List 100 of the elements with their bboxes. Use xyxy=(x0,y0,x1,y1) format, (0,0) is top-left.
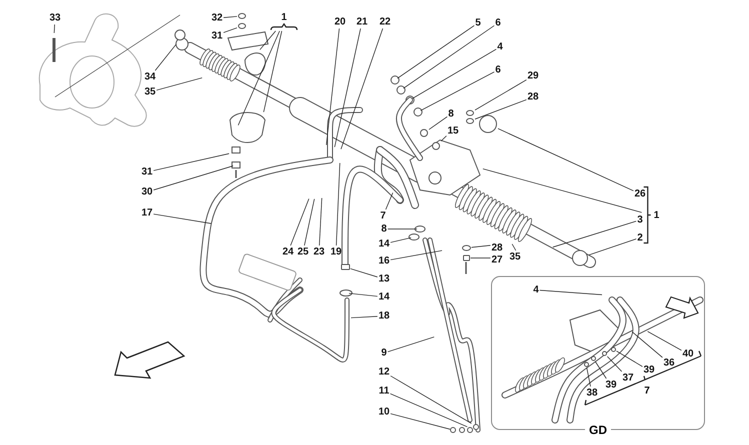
leader-line xyxy=(403,25,495,89)
leader-line xyxy=(420,72,495,111)
callout-number: 18 xyxy=(378,310,390,322)
leader-line xyxy=(588,238,637,256)
callout-number: 15 xyxy=(447,126,459,136)
leader-line xyxy=(474,80,527,110)
hose-end xyxy=(340,264,350,270)
leader-line xyxy=(397,25,475,79)
callout-number: 20 xyxy=(334,16,346,28)
callout-number: 13 xyxy=(378,274,390,284)
callout-number: 12 xyxy=(378,366,390,378)
callout-number: 26 xyxy=(634,188,646,200)
leader-line xyxy=(350,316,378,318)
leader-line xyxy=(350,268,378,278)
callout-number: 16 xyxy=(378,256,390,266)
leader-line xyxy=(647,331,682,351)
leader-line xyxy=(304,198,315,246)
leader-line xyxy=(153,166,234,190)
callout-number: 4 xyxy=(497,42,503,52)
callout-number: 31 xyxy=(211,30,223,42)
leader-line xyxy=(498,128,634,192)
callout-number: 35 xyxy=(144,86,156,98)
leader-line xyxy=(390,237,412,243)
leader-line xyxy=(390,250,442,260)
leader-line xyxy=(334,28,361,148)
callout-number: 22 xyxy=(379,16,391,28)
callout-number: 25 xyxy=(297,246,309,258)
leader-line xyxy=(390,376,472,424)
ring-part xyxy=(590,356,596,360)
leader-line xyxy=(263,30,282,112)
leader-line xyxy=(318,198,322,246)
leader-line xyxy=(385,192,394,210)
callout-number: 6 xyxy=(495,18,501,28)
callout-number: 8 xyxy=(381,224,387,234)
callout-number: 37 xyxy=(622,372,634,384)
callout-number: 14 xyxy=(378,238,390,250)
ring-part xyxy=(584,362,588,366)
leader-line xyxy=(552,220,637,248)
callout-number: 29 xyxy=(527,70,539,82)
callout-number: 9 xyxy=(381,348,387,358)
leader-line xyxy=(348,292,378,297)
leader-line xyxy=(387,228,418,230)
leader-line xyxy=(154,44,176,71)
callout-number: 34 xyxy=(144,72,156,82)
callout-number: 38 xyxy=(586,388,598,398)
ring-part xyxy=(462,245,470,251)
callout-number: 39 xyxy=(605,380,617,390)
leader-line xyxy=(482,168,642,213)
leader-line xyxy=(153,153,230,171)
leader-line xyxy=(153,214,212,224)
callout-number: 28 xyxy=(491,242,503,254)
callout-number: 30 xyxy=(141,186,153,198)
callout-number: 8 xyxy=(448,108,454,120)
leader-line xyxy=(512,244,516,251)
leader-line xyxy=(616,350,643,367)
callout-number: 11 xyxy=(378,386,390,396)
leader-line xyxy=(471,245,491,248)
ring-part xyxy=(610,346,616,352)
leader-line xyxy=(387,336,434,352)
callout-number: 36 xyxy=(663,358,675,368)
leader-line xyxy=(223,27,238,33)
callout-number: 31 xyxy=(141,166,153,178)
callout-number: 24 xyxy=(282,246,294,258)
leader-line xyxy=(336,162,340,246)
callout-number: 2 xyxy=(637,232,643,244)
leader-line xyxy=(586,367,591,387)
callout-number: 27 xyxy=(491,254,503,266)
ring-part xyxy=(238,23,246,29)
ring-part xyxy=(572,250,588,266)
leader-line xyxy=(474,99,527,120)
callout-number: 40 xyxy=(682,348,694,360)
leader-line xyxy=(390,413,450,430)
callout-number: 21 xyxy=(356,16,368,28)
ring-part xyxy=(238,13,246,19)
callout-number: 7 xyxy=(644,386,650,396)
ring-part xyxy=(466,118,474,124)
leader-line xyxy=(260,30,276,50)
ring-part xyxy=(602,350,606,356)
leader-line xyxy=(390,393,468,428)
callout-number: 4 xyxy=(533,284,539,296)
leader-line xyxy=(440,136,447,142)
ring-part xyxy=(479,115,497,133)
leader-line xyxy=(290,198,310,246)
callout-number: 23 xyxy=(313,246,325,258)
callout-number: 33 xyxy=(49,12,61,24)
leader-line xyxy=(326,28,340,146)
leader-line xyxy=(607,356,622,372)
leader-line xyxy=(594,361,607,379)
bellows-boot xyxy=(455,181,533,243)
callout-number: 14 xyxy=(378,292,390,302)
hose-end xyxy=(462,255,470,261)
callout-number: 1 xyxy=(270,12,298,30)
callout-number: 10 xyxy=(378,406,390,418)
leader-line xyxy=(412,48,497,99)
callout-number: 7 xyxy=(380,210,386,222)
callout-number: 19 xyxy=(330,246,342,258)
callout-number: 5 xyxy=(475,18,481,28)
panel-title: GD xyxy=(585,423,611,437)
ring-part xyxy=(466,110,474,116)
leader-line xyxy=(340,28,384,150)
